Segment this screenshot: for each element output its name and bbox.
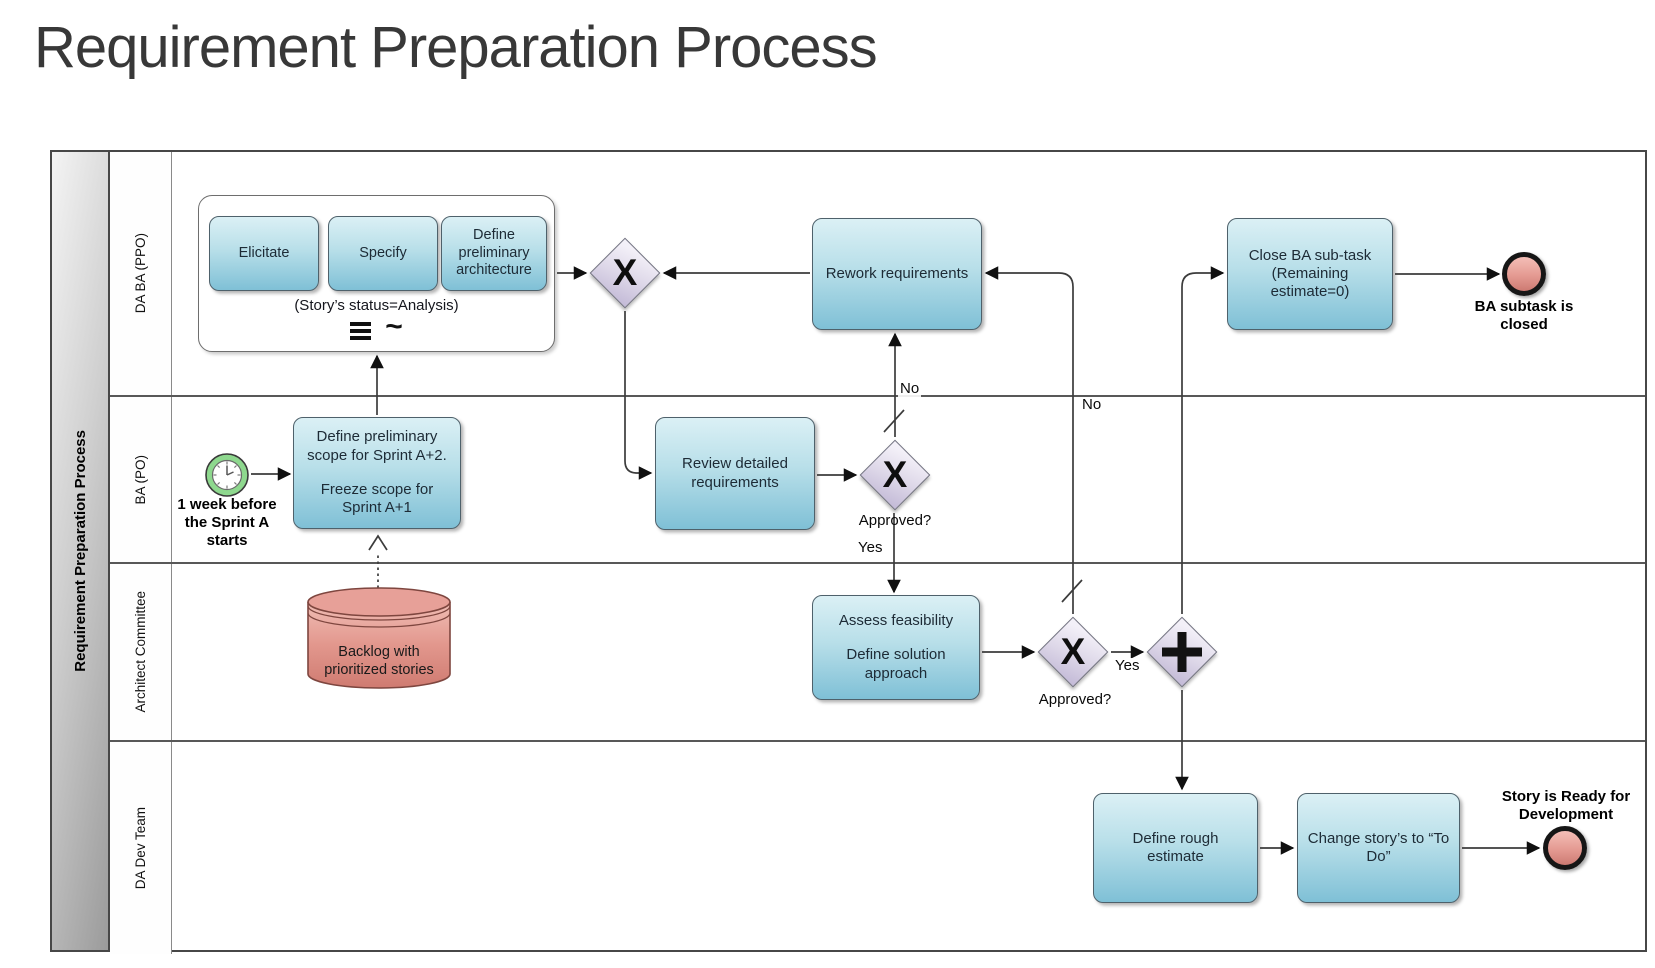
end-event-story-label: Story is Ready for Development (1501, 788, 1631, 823)
task-label-line1: Define preliminary scope for Sprint A+2. (307, 428, 447, 464)
task-elicitate[interactable]: Elicitate (209, 216, 319, 291)
clock-hands (226, 465, 234, 476)
flow-parallel-to-close-ba (1181, 266, 1225, 614)
exclusive-gateway-icon: X (1060, 631, 1086, 672)
edge-label-no-approved1: No (898, 380, 922, 398)
timer-start-event[interactable] (204, 452, 250, 498)
task-change-story-to-todo[interactable]: Change story’s to “To Do” (1297, 793, 1460, 903)
task-label: Review detailed requirements (682, 455, 788, 491)
datastore-rim-line (307, 612, 451, 628)
datastore-backlog-label: Backlog with prioritized stories (324, 644, 434, 679)
clock-ticks (213, 461, 241, 489)
parallel-gateway[interactable] (1146, 616, 1218, 688)
task-label: Define rough estimate (1132, 829, 1219, 865)
task-define-rough-estimate[interactable]: Define rough estimate (1093, 793, 1258, 903)
flow-approved2-no-to-rework (984, 266, 1074, 614)
exclusive-gateway-approved2[interactable]: X (1037, 616, 1109, 688)
task-label: Close BA sub-task (Remaining estimate=0) (1248, 246, 1372, 301)
exclusive-gateway-approved1[interactable]: X (859, 439, 931, 511)
datastore-rim-line (307, 605, 451, 621)
subprocess-markers: ~ (199, 310, 554, 344)
task-close-ba-subtask[interactable]: Close BA sub-task (Remaining estimate=0) (1227, 218, 1393, 330)
exclusive-gateway-merge[interactable]: X (589, 237, 661, 309)
page-title: Requirement Preparation Process (34, 15, 878, 80)
subprocess-caption: (Story’s status=Analysis) (294, 297, 459, 314)
task-label-line1: Assess feasibility (838, 612, 954, 630)
lane-da-dev-team: DA Dev Team (110, 742, 1645, 954)
task-review-detailed-requirements[interactable]: Review detailed requirements (655, 417, 815, 530)
edge-label-yes-approved2: Yes (1113, 657, 1142, 675)
task-specify[interactable]: Specify (328, 216, 438, 291)
gateway-approved1-label: Approved? (858, 512, 932, 529)
task-label: Rework requirements (825, 264, 969, 282)
task-rework-requirements[interactable]: Rework requirements (812, 218, 982, 330)
end-event-ba-subtask-closed[interactable] (1502, 252, 1546, 296)
association-open-arrowhead (368, 534, 388, 551)
edge-label-yes-approved1: Yes (856, 539, 885, 557)
subprocess-analysis[interactable]: Elicitate Specify Define preliminary arc… (198, 195, 555, 352)
task-define-preliminary-scope[interactable]: Define preliminary scope for Sprint A+2.… (293, 417, 461, 529)
adhoc-marker-icon: ~ (385, 310, 403, 343)
exclusive-gateway-icon: X (612, 252, 638, 293)
task-label: Change story’s to “To Do” (1307, 829, 1450, 865)
parallel-gateway-icon (1146, 616, 1218, 688)
gateway-approved2-label: Approved? (1038, 691, 1112, 708)
task-label-line2: Define solution approach (846, 646, 946, 682)
lane-name-cell: BA (PO) (110, 397, 172, 562)
datastore-backlog[interactable] (306, 586, 452, 690)
task-assess-feasibility[interactable]: Assess feasibility Define solution appro… (812, 595, 980, 700)
lane-ba-po: BA (PO) (110, 397, 1645, 564)
end-event-ba-label: BA subtask is closed (1474, 298, 1574, 333)
task-label-line2: Freeze scope for Sprint A+1 (320, 481, 434, 517)
pool-label-band: Requirement Preparation Process (52, 152, 110, 950)
lane-da-ba-ppo: DA BA (PPO) (110, 152, 1645, 397)
task-define-preliminary-architecture[interactable]: Define preliminary architecture (441, 216, 547, 291)
end-event-story-ready[interactable] (1543, 826, 1587, 870)
lane-name-cell: Architect Committee (110, 564, 172, 740)
flow-merge-gateway-to-review (624, 311, 653, 480)
lane-name-cell: DA BA (PPO) (110, 152, 172, 395)
timer-event-label: 1 week before the Sprint A starts (177, 496, 277, 549)
default-flow-slash-approved1 (883, 409, 905, 433)
lane-name-cell: DA Dev Team (110, 742, 172, 954)
lane-architect-committee: Architect Committee (110, 564, 1645, 742)
default-flow-slash-approved2 (1061, 579, 1083, 603)
exclusive-gateway-icon: X (882, 454, 908, 495)
sequential-multi-instance-icon (350, 322, 372, 340)
edge-label-no-approved2: No (1080, 396, 1104, 414)
